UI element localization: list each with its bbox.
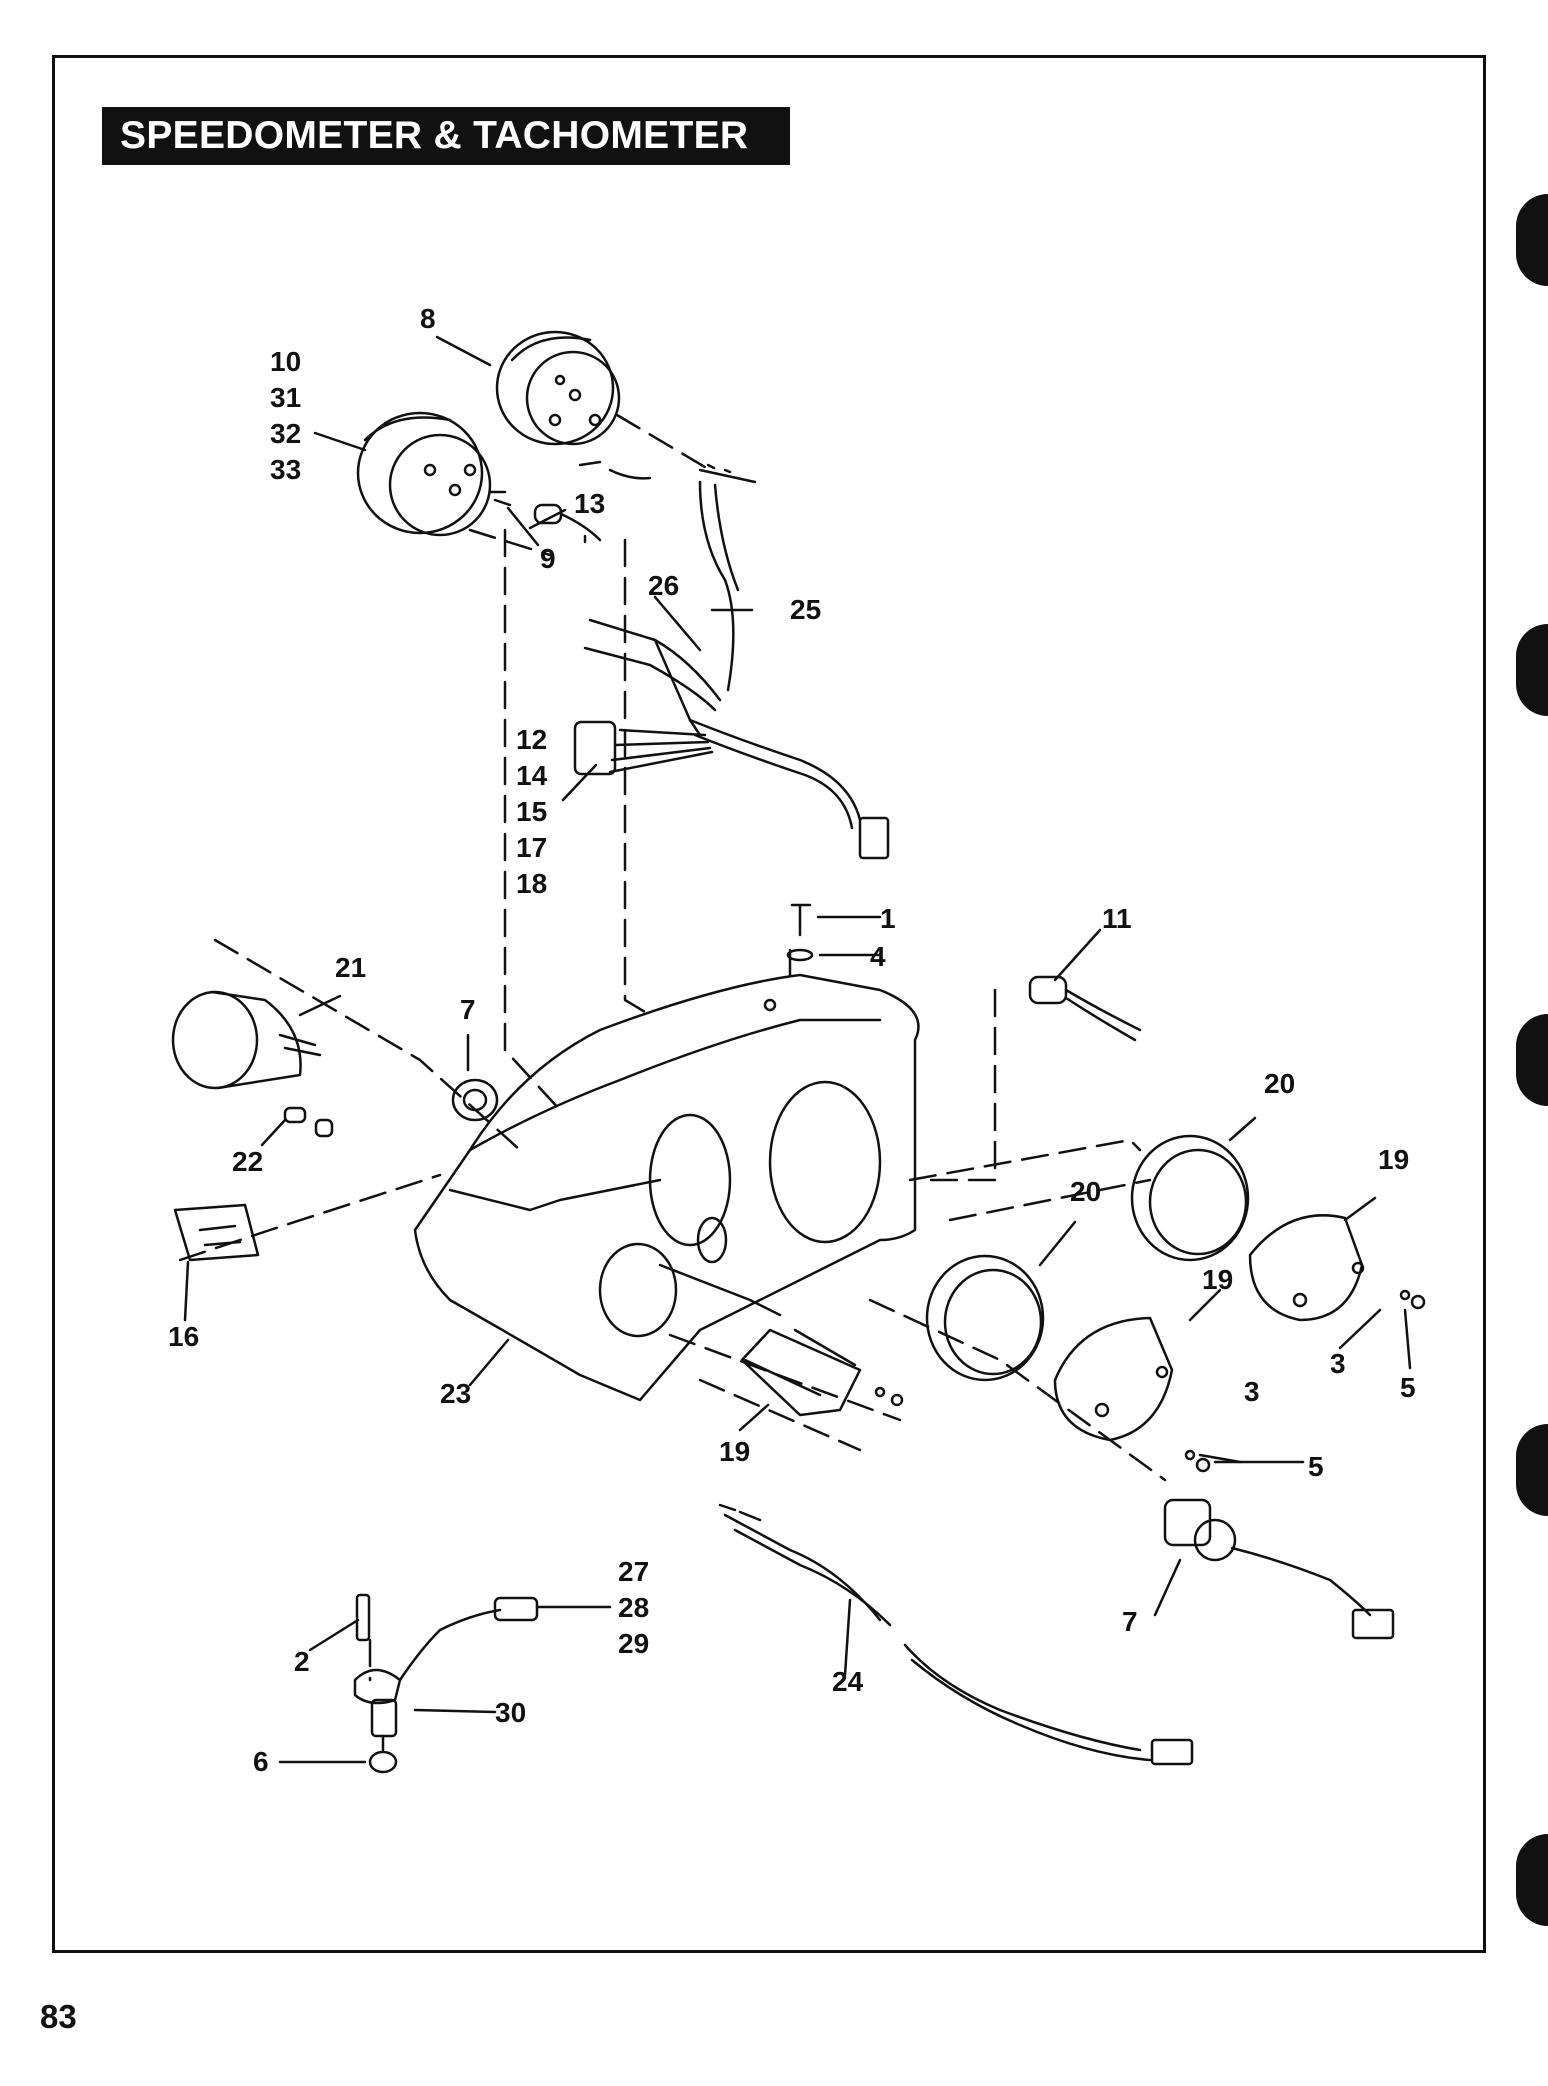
section-tab bbox=[1516, 1834, 1548, 1926]
section-tab bbox=[1516, 1424, 1548, 1516]
callout-26: 26 bbox=[648, 570, 680, 601]
wiring-harness bbox=[573, 480, 890, 860]
callout-group-speedometer: 10 31 32 33 bbox=[270, 344, 301, 488]
callout-5-mid: 5 bbox=[1308, 1451, 1324, 1482]
callout-25: 25 bbox=[790, 594, 822, 625]
callout-20-mid: 20 bbox=[1070, 1176, 1102, 1207]
callout-14: 14 bbox=[516, 760, 548, 791]
callout-9: 9 bbox=[540, 543, 556, 574]
callout-3-right: 3 bbox=[1330, 1348, 1346, 1379]
callout-12: 12 bbox=[516, 724, 548, 755]
mounting-bracket bbox=[740, 1328, 904, 1417]
callout-18: 18 bbox=[516, 868, 548, 899]
callout-6: 6 bbox=[253, 1746, 269, 1777]
small-gauge-left bbox=[171, 990, 322, 1090]
callout-32: 32 bbox=[270, 418, 302, 449]
diagram-frame bbox=[52, 55, 1486, 1953]
gauge-caps bbox=[1053, 1214, 1365, 1442]
dash-housing bbox=[413, 973, 920, 1402]
bezel-rings bbox=[925, 1134, 1250, 1382]
crank-sensor-30 bbox=[353, 1593, 539, 1774]
callout-4: 4 bbox=[870, 941, 886, 972]
callout-7-top: 7 bbox=[460, 994, 476, 1025]
tachometer-gauge-top bbox=[495, 330, 621, 446]
callout-11: 11 bbox=[1102, 903, 1132, 934]
callout-10: 10 bbox=[270, 346, 302, 377]
callout-5-right: 5 bbox=[1400, 1372, 1416, 1403]
callout-24: 24 bbox=[832, 1666, 864, 1697]
callout-19-bracket: 19 bbox=[719, 1436, 751, 1467]
section-tab bbox=[1516, 1014, 1548, 1106]
washers-nuts bbox=[786, 903, 1426, 1473]
callout-group-harness: 12 14 15 17 18 bbox=[516, 722, 547, 902]
callout-16: 16 bbox=[168, 1321, 200, 1352]
callout-13: 13 bbox=[574, 488, 606, 519]
callout-group-sensor-connector: 27 28 29 bbox=[618, 1554, 649, 1662]
callout-33: 33 bbox=[270, 454, 302, 485]
harness-24 bbox=[718, 1503, 1194, 1766]
page-number: 83 bbox=[40, 1998, 77, 2035]
section-tab bbox=[1516, 624, 1548, 716]
callout-17: 17 bbox=[516, 832, 548, 863]
callout-30: 30 bbox=[495, 1697, 527, 1728]
exploded-view-dashes bbox=[178, 413, 1167, 1752]
callout-29: 29 bbox=[618, 1628, 650, 1659]
callout-15: 15 bbox=[516, 796, 548, 827]
indicator-socket-11 bbox=[1028, 975, 1142, 1042]
callout-3-mid: 3 bbox=[1244, 1376, 1260, 1407]
callout-7-bottom: 7 bbox=[1122, 1606, 1138, 1637]
callout-1: 1 bbox=[880, 903, 896, 934]
callout-8: 8 bbox=[420, 303, 436, 334]
callout-20-top: 20 bbox=[1264, 1068, 1296, 1099]
section-tab bbox=[1516, 194, 1548, 286]
callout-22: 22 bbox=[232, 1146, 264, 1177]
sensor-and-bulbs bbox=[173, 1078, 499, 1262]
callout-2: 2 bbox=[294, 1646, 310, 1677]
gauge-terminals bbox=[488, 460, 757, 542]
callout-27: 27 bbox=[618, 1556, 650, 1587]
callout-19-mid: 19 bbox=[1202, 1264, 1234, 1295]
leader-lines bbox=[183, 335, 1412, 1764]
speed-sensor-7 bbox=[1163, 1498, 1395, 1640]
callout-23: 23 bbox=[440, 1378, 472, 1409]
callout-19-right: 19 bbox=[1378, 1144, 1410, 1175]
callout-28: 28 bbox=[618, 1592, 650, 1623]
page-title: SPEEDOMETER & TACHOMETER bbox=[102, 107, 790, 165]
callout-31: 31 bbox=[270, 382, 302, 413]
speedometer-gauge-top bbox=[356, 411, 492, 537]
callout-21: 21 bbox=[335, 952, 367, 983]
